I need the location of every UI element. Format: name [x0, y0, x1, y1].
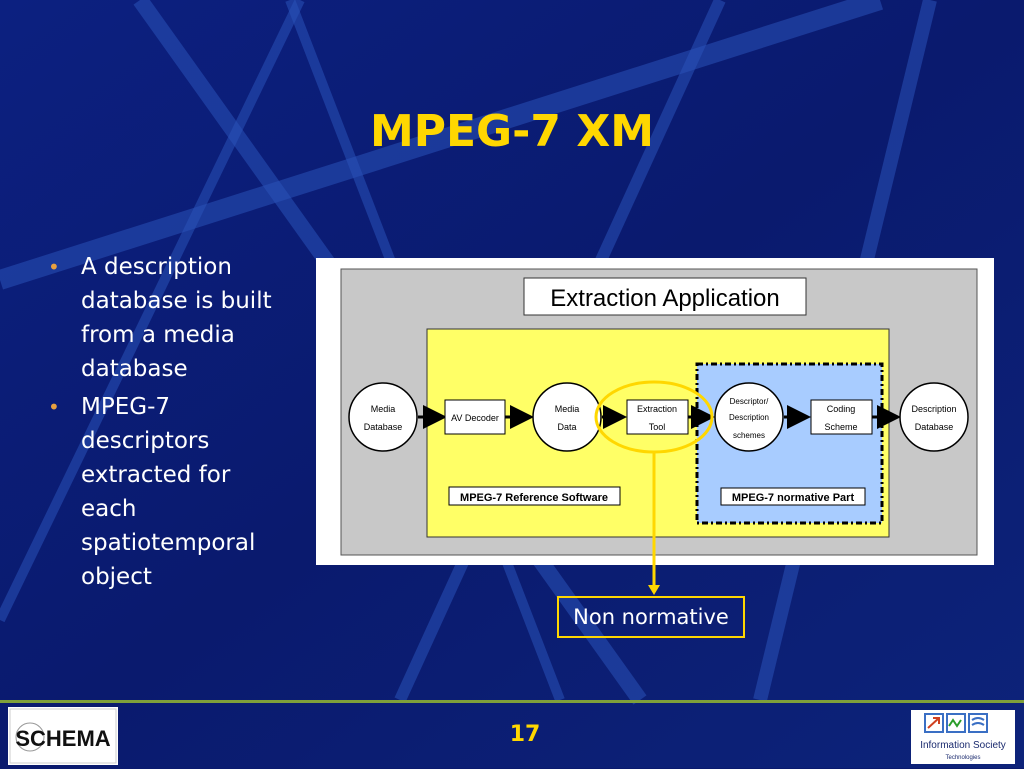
schema-logo: SCHEMA: [8, 707, 118, 765]
bullet-list: • A description database is built from a…: [48, 250, 280, 598]
av-decoder-node: AV Decoder: [444, 399, 506, 435]
descriptor-schemes-node: Descriptor/ Description schemes: [714, 382, 784, 452]
coding-scheme-node: Coding Scheme: [810, 399, 873, 435]
svg-text:Media: Media: [371, 404, 396, 414]
svg-text:Technologies: Technologies: [945, 755, 980, 761]
bullet-item: • MPEG-7 descriptors extracted for each …: [48, 390, 280, 594]
non-normative-callout: Non normative: [557, 596, 745, 638]
schema-logo-icon: SCHEMA: [9, 708, 117, 764]
description-database-node: Description Database: [899, 382, 969, 452]
normative-part-label: MPEG-7 normative Part: [720, 487, 866, 506]
svg-text:Information Society: Information Society: [920, 740, 1006, 751]
svg-text:Coding: Coding: [827, 404, 856, 414]
media-data-node: Media Data: [532, 382, 602, 452]
svg-text:Database: Database: [915, 422, 954, 432]
svg-text:Media: Media: [555, 404, 580, 414]
page-number: 17: [509, 722, 541, 747]
diagram-heading: Extraction Application: [550, 285, 779, 312]
ist-logo-icon: Information Society Technologies: [920, 713, 1006, 761]
media-database-node: Media Database: [348, 382, 418, 452]
svg-text:Database: Database: [364, 422, 403, 432]
ist-logo: Information Society Technologies: [911, 710, 1015, 764]
heading-box: [523, 277, 807, 316]
svg-text:SCHEMA: SCHEMA: [15, 726, 110, 751]
extraction-tool-node: Extraction Tool: [626, 399, 689, 435]
extraction-diagram: Extraction Application Media Database AV…: [340, 268, 978, 565]
svg-text:Scheme: Scheme: [824, 422, 857, 432]
footer-divider: [0, 700, 1024, 703]
svg-text:Extraction: Extraction: [637, 404, 677, 414]
svg-text:schemes: schemes: [733, 431, 765, 440]
svg-text:Data: Data: [557, 422, 576, 432]
svg-text:MPEG-7 normative Part: MPEG-7 normative Part: [732, 492, 855, 504]
svg-text:Description: Description: [911, 404, 956, 414]
bullet-text: MPEG-7 descriptors extracted for each sp…: [81, 394, 256, 590]
svg-text:Descriptor/: Descriptor/: [730, 397, 769, 406]
callout-arrow: [648, 565, 660, 595]
svg-text:Tool: Tool: [649, 422, 666, 432]
bullet-dot-icon: •: [48, 395, 60, 419]
bullet-text: A description database is built from a m…: [81, 254, 272, 382]
svg-text:AV Decoder: AV Decoder: [451, 413, 499, 423]
slide-title: MPEG-7 XM: [369, 106, 655, 157]
bullet-item: • A description database is built from a…: [48, 250, 280, 386]
diagram-frame: Extraction Application Media Database AV…: [316, 258, 994, 565]
svg-text:Description: Description: [729, 413, 769, 422]
svg-text:MPEG-7 Reference Software: MPEG-7 Reference Software: [460, 492, 608, 504]
reference-software-label: MPEG-7 Reference Software: [448, 486, 621, 506]
bullet-dot-icon: •: [48, 255, 60, 279]
